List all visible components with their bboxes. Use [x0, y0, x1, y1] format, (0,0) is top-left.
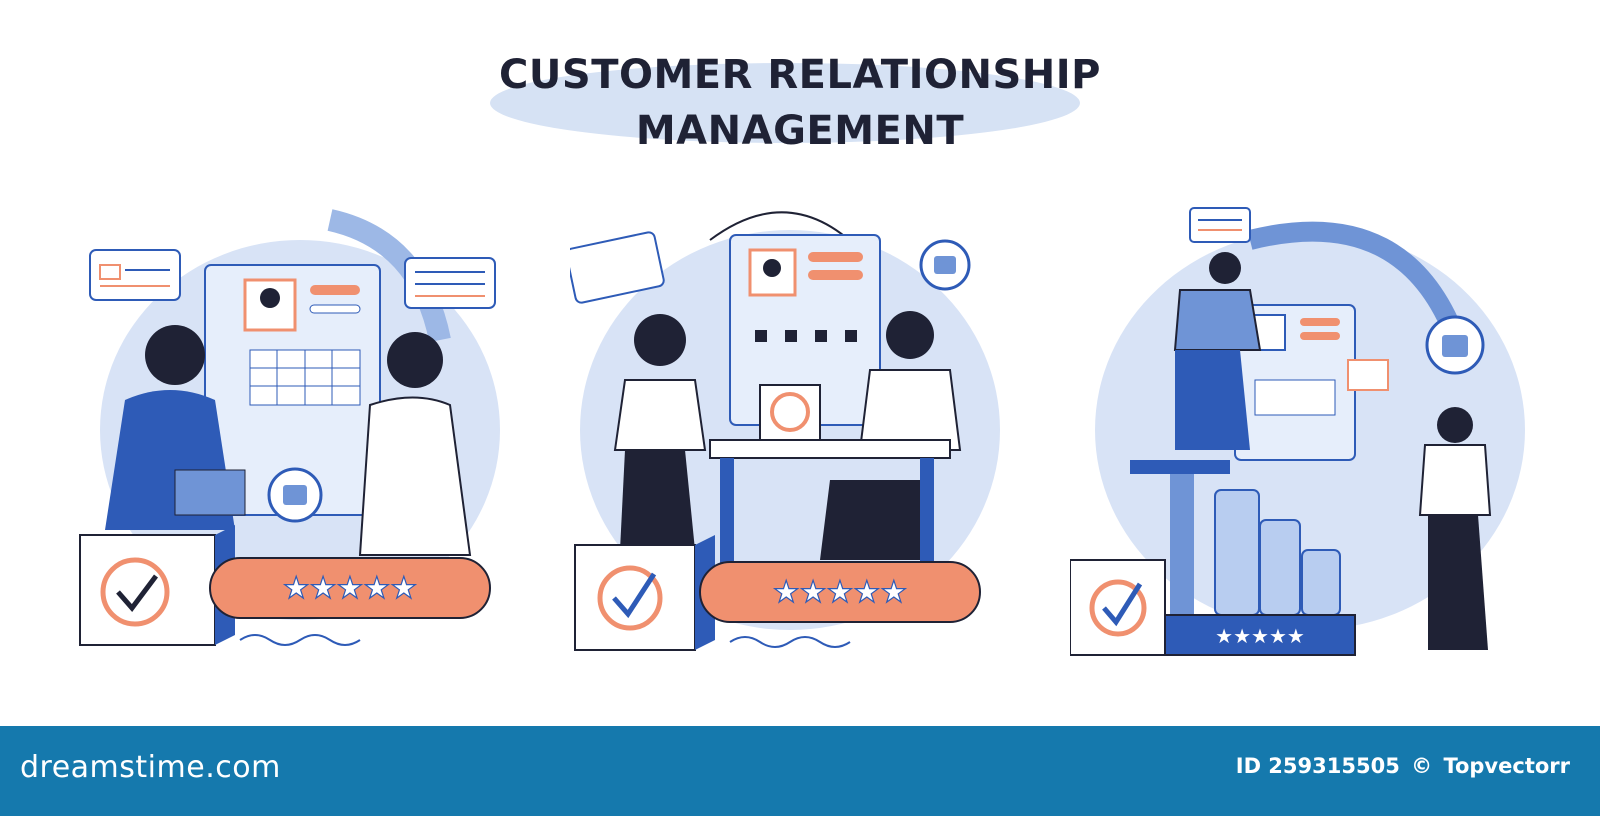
person-woman [613, 314, 707, 550]
illustration-scene-growth: ★★★★★ [1070, 207, 1525, 656]
person-man [820, 311, 962, 560]
envelope-icon [1347, 359, 1389, 391]
thumbs-up-icon [267, 467, 323, 523]
title-background-blob [490, 63, 1080, 143]
stock-id-credit: ID 259315505 © Topvectorr [1232, 754, 1570, 778]
person-man-standing [1173, 252, 1262, 450]
svg-text:★★★★★: ★★★★★ [1215, 624, 1305, 648]
profile-document [1234, 304, 1356, 461]
profile-document [204, 264, 381, 516]
image-id-label: ID 259315505 [1235, 754, 1400, 778]
chat-bubble-right [404, 257, 496, 309]
calendar-grid [249, 349, 361, 406]
copyright-icon: © [1411, 754, 1433, 778]
person-right [358, 332, 472, 556]
watermark-footer-bar: dreamstime.com ID 259315505 © Topvectorr [0, 726, 1600, 816]
bar-cylinders [1214, 489, 1341, 616]
pedestal [1130, 460, 1230, 614]
person-left [105, 325, 246, 530]
page-title-line-2: MANAGEMENT [635, 108, 965, 154]
chat-bubble-left [89, 249, 181, 301]
chat-bubble-top [1189, 207, 1251, 243]
checkmark-box [574, 535, 715, 651]
five-star-rating-bar: ★★★★★ [699, 561, 981, 623]
desk [709, 439, 951, 568]
dreamstime-logo: dreamstime.com [20, 750, 281, 785]
decorative-squiggle [729, 636, 851, 648]
decorative-squiggle [239, 634, 361, 646]
five-star-rating-plinth: ★★★★★ [1164, 614, 1356, 656]
chat-bubble-left [570, 231, 665, 304]
profile-document [729, 234, 881, 426]
ballot-box [759, 384, 821, 441]
calendar-grid [755, 330, 857, 342]
illustration-scene-consultation: ★★★★★ [79, 209, 500, 646]
svg-text:★★★★★: ★★★★★ [283, 571, 417, 606]
five-star-rating-bar: ★★★★★ [209, 557, 491, 619]
illustration-scene-desk: ★★★★★ [570, 211, 1000, 651]
thumbs-up-icon [919, 239, 971, 291]
svg-text:★★★★★: ★★★★★ [773, 575, 907, 610]
page-title-line-1: CUSTOMER RELATIONSHIP [499, 52, 1101, 98]
checkmark-box [1070, 559, 1166, 656]
person-woman-reaching [1347, 359, 1492, 650]
author-name: Topvectorr [1443, 754, 1570, 778]
thumbs-up-icon [1425, 315, 1485, 375]
